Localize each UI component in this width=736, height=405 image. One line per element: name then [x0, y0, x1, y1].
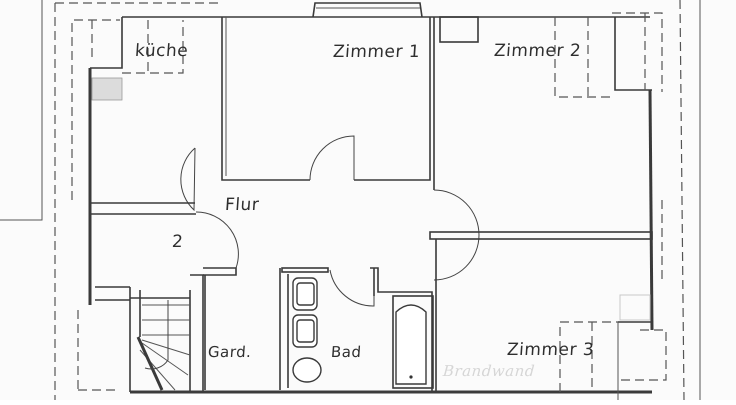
zimmer2-walls	[433, 12, 663, 281]
room2-walls	[90, 202, 237, 301]
room-label-gard: Gard.	[207, 343, 253, 361]
bad-walls	[281, 267, 434, 392]
room-label-zimmer1: Zimmer 1	[332, 42, 421, 62]
faint-wall-annotation: Brandwand	[442, 362, 536, 380]
room-label-bad: Bad	[330, 343, 363, 361]
outer-boundary-lines	[0, 0, 701, 401]
kitchen-counter	[91, 20, 184, 101]
room-label-flur: Flur	[224, 195, 260, 215]
top-window-element	[312, 2, 423, 18]
zimmer2-zimmer3-wall	[429, 231, 653, 240]
bad-fixtures	[292, 277, 427, 385]
room-label-zimmer3: Zimmer 3	[506, 340, 595, 360]
exterior-walls	[88, 16, 654, 394]
staircase	[129, 287, 191, 392]
room-label-2: 2	[171, 232, 185, 252]
zimmer3-walls	[435, 200, 667, 400]
flur-doors	[180, 147, 375, 307]
room-label-zimmer2: Zimmer 2	[493, 41, 582, 61]
zimmer1-walls	[221, 17, 431, 181]
room-label-kueche: küche	[134, 41, 189, 61]
garderobe-walls	[190, 268, 281, 392]
